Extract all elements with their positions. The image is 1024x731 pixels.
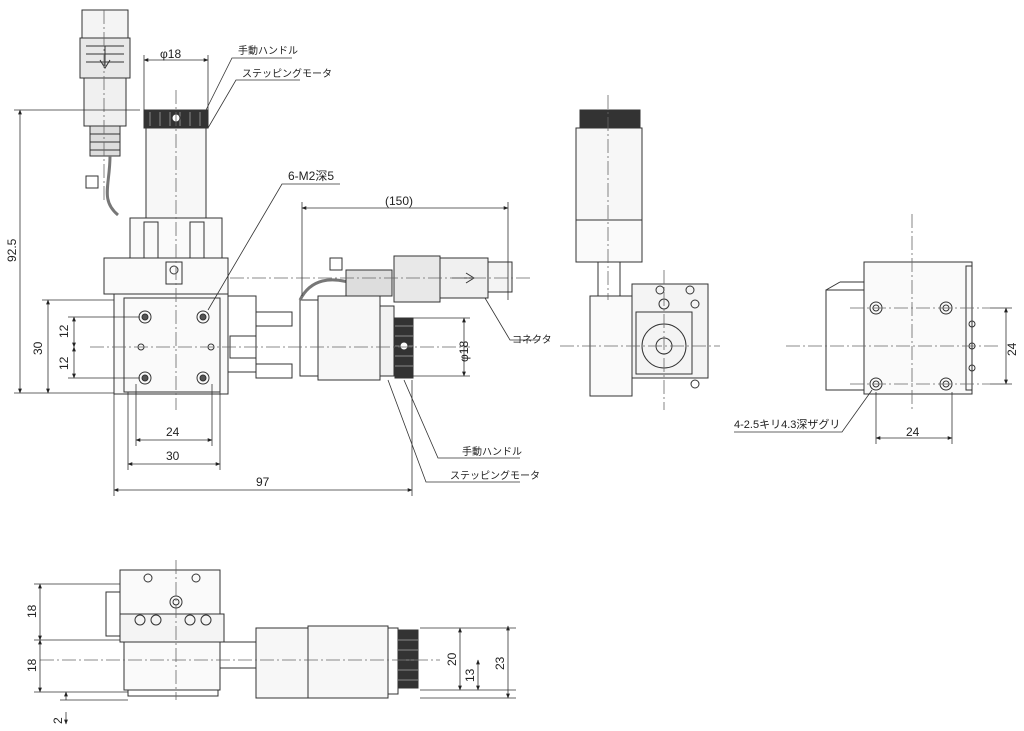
label-stepping-motor-bottom: ステッピングモータ: [450, 469, 540, 482]
dim-18-lower: 18: [25, 658, 39, 672]
dim-30-left: 30: [31, 341, 45, 355]
vertical-motor-assembly: [79, 9, 223, 259]
stage-body-top: [103, 257, 229, 395]
dim-150: (150): [385, 194, 413, 208]
dim-30-bottom: 30: [166, 449, 180, 463]
dim-92-5: 92.5: [5, 238, 19, 262]
side-view-labels: 24 24 4-2.5キリ4.3深ザグリ: [734, 342, 1019, 439]
center-lines-top: [90, 10, 530, 410]
dim-20: 20: [445, 652, 459, 666]
label-manual-handle-top: 手動ハンドル: [238, 44, 298, 57]
dimension-lines-top: [14, 55, 509, 496]
dim-24-horizontal: 24: [906, 425, 920, 439]
dim-18-upper: 18: [25, 604, 39, 618]
leader-lines-top: [204, 57, 540, 483]
dim-12-upper: 12: [57, 324, 71, 338]
front-view-labels: 18 18 2 20 13 23: [25, 604, 507, 724]
label-connector: コネクタ: [512, 334, 552, 346]
dim-24-vertical: 24: [1005, 342, 1019, 356]
label-counterbore: 4-2.5キリ4.3深ザグリ: [734, 417, 840, 431]
front-view: [34, 560, 516, 725]
top-view-labels: φ18 手動ハンドル 6-M2深5 (150) 92.5 30 12 12 φ1…: [5, 44, 552, 489]
dim-13: 13: [463, 668, 477, 682]
horizontal-motor-assembly: [227, 255, 513, 381]
label-stepping-motor-top-text: ステッピングモータ: [242, 67, 332, 80]
side-view: [734, 214, 1012, 444]
dim-phi18-top: φ18: [160, 47, 181, 61]
label-tapped-holes: 6-M2深5: [288, 169, 334, 183]
dim-23: 23: [493, 656, 507, 670]
end-view: [560, 95, 720, 410]
dim-12-lower: 12: [57, 356, 71, 370]
dim-24-bottom: 24: [166, 425, 180, 439]
dim-2: 2: [51, 717, 65, 724]
dim-phi18-right: φ18: [457, 341, 471, 362]
dim-97: 97: [256, 475, 270, 489]
top-view: [14, 9, 540, 496]
label-manual-handle-bottom: 手動ハンドル: [462, 445, 522, 458]
mounting-holes-top: [137, 310, 215, 385]
